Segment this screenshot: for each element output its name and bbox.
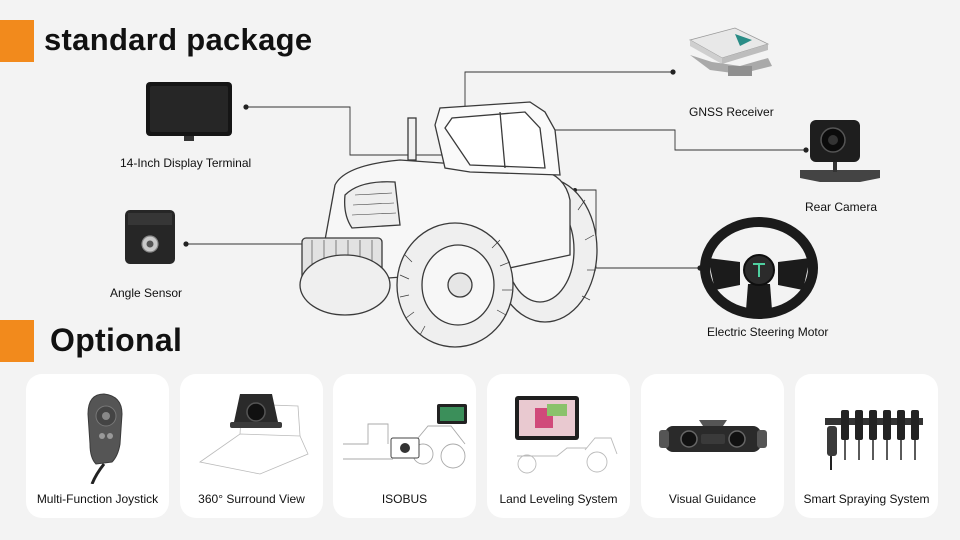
heading-accent-bar	[0, 20, 34, 62]
optional-card-joystick[interactable]: Multi-Function Joystick	[26, 374, 169, 518]
optional-heading: Optional	[50, 322, 183, 358]
angle-sensor-icon	[125, 210, 175, 264]
land-leveling-icon	[515, 396, 618, 474]
standard-package-heading: standard package	[44, 22, 313, 57]
heading-accent-bar	[0, 320, 34, 362]
visual-guidance-icon	[659, 420, 767, 452]
rear-camera-icon	[800, 120, 880, 182]
optional-card-label: 360° Surround View	[198, 492, 305, 506]
display-terminal-label: 14-Inch Display Terminal	[120, 156, 252, 170]
gnss-receiver-icon	[688, 27, 772, 76]
optional-card-visual-guidance[interactable]: Visual Guidance	[641, 374, 784, 518]
optional-card-isobus[interactable]: ISOBUS	[333, 374, 476, 518]
optional-card-smart-spraying[interactable]: Smart Spraying System	[795, 374, 938, 518]
optional-card-label: Smart Spraying System	[803, 492, 930, 506]
steering-wheel-icon	[700, 217, 818, 319]
gnss-receiver-label: GNSS Receiver	[689, 105, 774, 119]
optional-card-label: Visual Guidance	[668, 492, 757, 506]
steering-motor-label: Electric Steering Motor	[707, 325, 829, 339]
spraying-system-icon	[825, 410, 923, 470]
rear-camera-label: Rear Camera	[805, 200, 878, 214]
optional-card-label: Multi-Function Joystick	[36, 492, 159, 506]
optional-card-land-leveling[interactable]: Land Leveling System	[487, 374, 630, 518]
optional-card-surround-view[interactable]: 360° Surround View	[180, 374, 323, 518]
isobus-icon	[343, 404, 467, 469]
optional-card-label: ISOBUS	[381, 492, 428, 506]
tractor-icon	[299, 101, 598, 348]
joystick-icon	[87, 393, 123, 484]
optional-card-label: Land Leveling System	[499, 492, 618, 506]
angle-sensor-label: Angle Sensor	[110, 286, 183, 300]
surround-camera-icon	[199, 394, 309, 475]
display-terminal-icon	[146, 82, 232, 141]
